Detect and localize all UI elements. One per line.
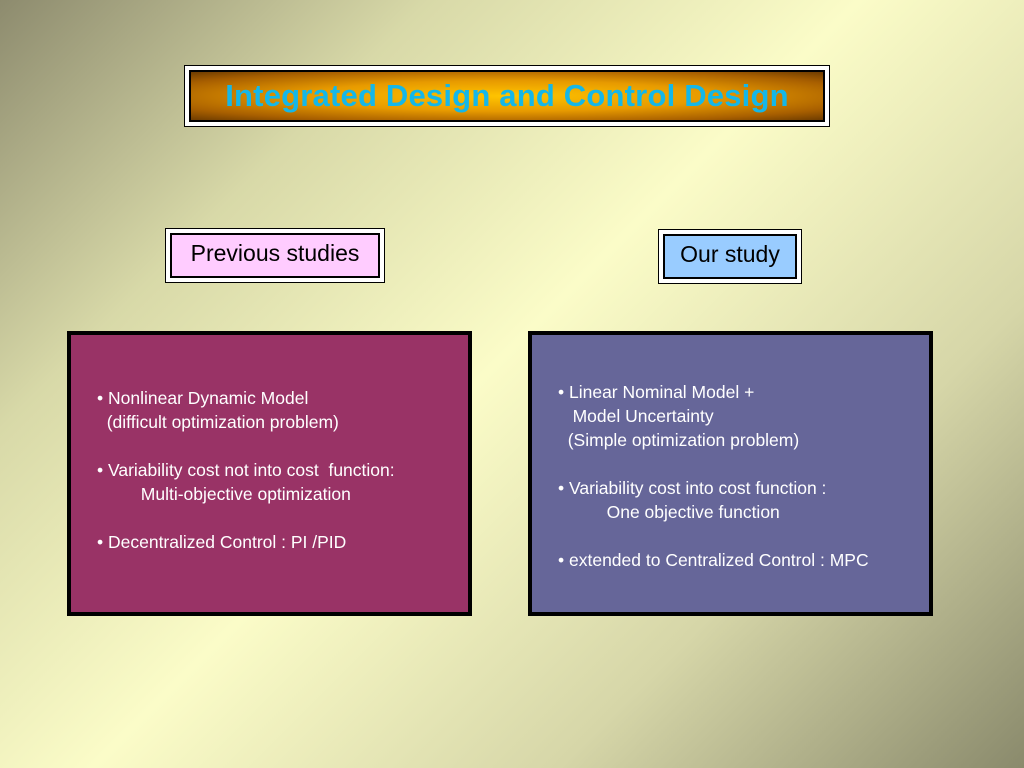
slide-title: Integrated Design and Control Design — [225, 78, 789, 113]
our-line: • Variability cost into cost function : — [558, 478, 827, 498]
our-study-label-text: Our study — [663, 234, 797, 279]
previous-line: (difficult optimization problem) — [97, 412, 339, 432]
previous-line: Multi-objective optimization — [97, 484, 351, 504]
previous-line: • Nonlinear Dynamic Model — [97, 388, 309, 408]
our-line: • extended to Centralized Control : MPC — [558, 550, 869, 570]
spacer — [97, 506, 458, 530]
our-study-content: • Linear Nominal Model + Model Uncertain… — [558, 380, 919, 572]
previous-studies-label-text: Previous studies — [170, 233, 380, 278]
our-line: • Linear Nominal Model + — [558, 382, 755, 402]
previous-studies-content: • Nonlinear Dynamic Model (difficult opt… — [97, 386, 458, 554]
title-box: Integrated Design and Control Design — [189, 70, 825, 122]
title-frame: Integrated Design and Control Design — [184, 65, 830, 127]
spacer — [558, 524, 919, 548]
spacer — [97, 434, 458, 458]
our-line: One objective function — [558, 502, 780, 522]
our-line: Model Uncertainty — [558, 406, 714, 426]
spacer — [558, 452, 919, 476]
previous-line: • Variability cost not into cost functio… — [97, 460, 395, 480]
previous-line: • Decentralized Control : PI /PID — [97, 532, 347, 552]
our-line: (Simple optimization problem) — [558, 430, 800, 450]
our-study-label: Our study — [658, 229, 802, 284]
previous-studies-panel: • Nonlinear Dynamic Model (difficult opt… — [67, 331, 472, 616]
our-study-panel: • Linear Nominal Model + Model Uncertain… — [528, 331, 933, 616]
previous-studies-label: Previous studies — [165, 228, 385, 283]
